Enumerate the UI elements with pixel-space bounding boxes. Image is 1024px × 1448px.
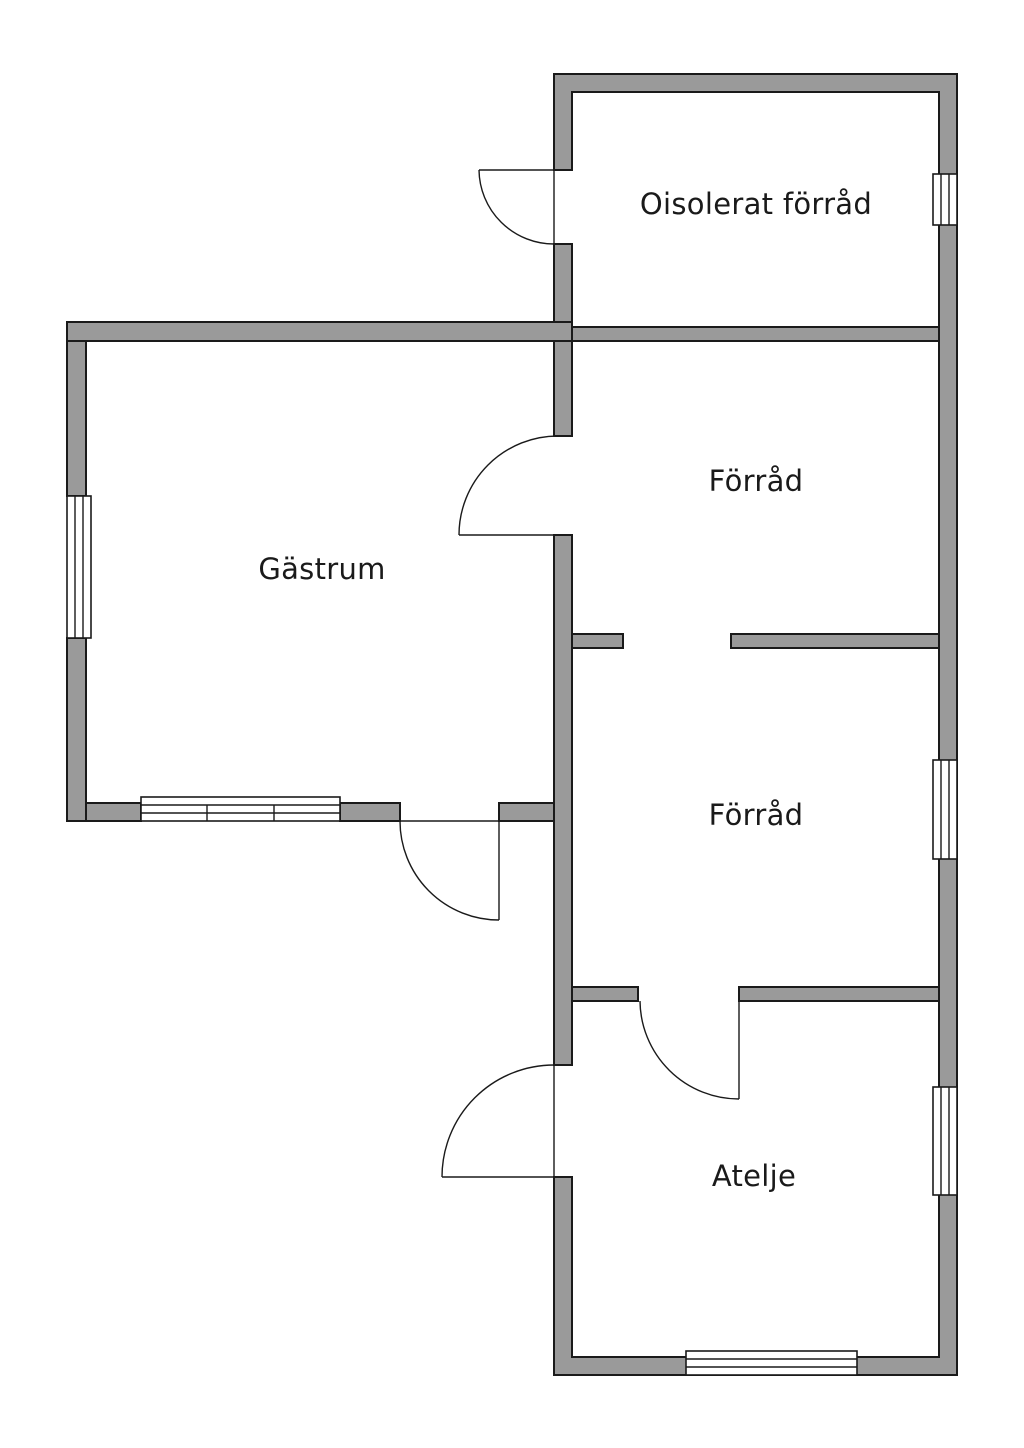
door-atelje-exterior [441,1064,555,1178]
room-label-atelje: Atelje [711,1159,797,1193]
window-gastrum-bottom [140,796,341,822]
wall-gastrum-bottom-mid [339,802,401,822]
wall-divider-top [571,326,940,342]
wall-gastrum-top [66,321,573,342]
window-forrad-right [932,759,958,860]
wall-store-left-lower [553,243,573,323]
window-atelje-right [932,1086,958,1196]
room-label-forrad-lower: Förråd [708,798,804,832]
window-store-right [932,173,958,226]
window-atelje-bottom [685,1350,858,1376]
door-gastrum-exterior [399,820,554,921]
wall-forrad-divider-left [571,633,624,649]
wall-gastrum-bottom-left [85,802,142,822]
room-label-oisolerat-forrad: Oisolerat förråd [639,187,873,221]
door-store-exterior [478,169,555,245]
wall-forrad-divider-right [730,633,940,649]
doors [399,169,740,1178]
wall-atelje-divider-left [571,986,639,1002]
wall-central-upper [553,340,573,437]
walls [66,73,958,1376]
windows [66,173,958,1376]
window-gastrum-left [66,495,92,639]
wall-gastrum-left-lower [66,637,87,822]
wall-gastrum-bottom-right [498,802,555,822]
wall-store-outer [553,73,958,1376]
room-label-forrad-upper: Förråd [708,464,804,498]
room-label-gastrum: Gästrum [258,552,386,586]
door-forrad-atelje [639,1000,740,1100]
door-gastrum-forrad [458,435,559,536]
wall-gastrum-left-upper [66,340,87,497]
wall-central-middle [553,534,573,1066]
wall-atelje-divider-right [738,986,940,1002]
